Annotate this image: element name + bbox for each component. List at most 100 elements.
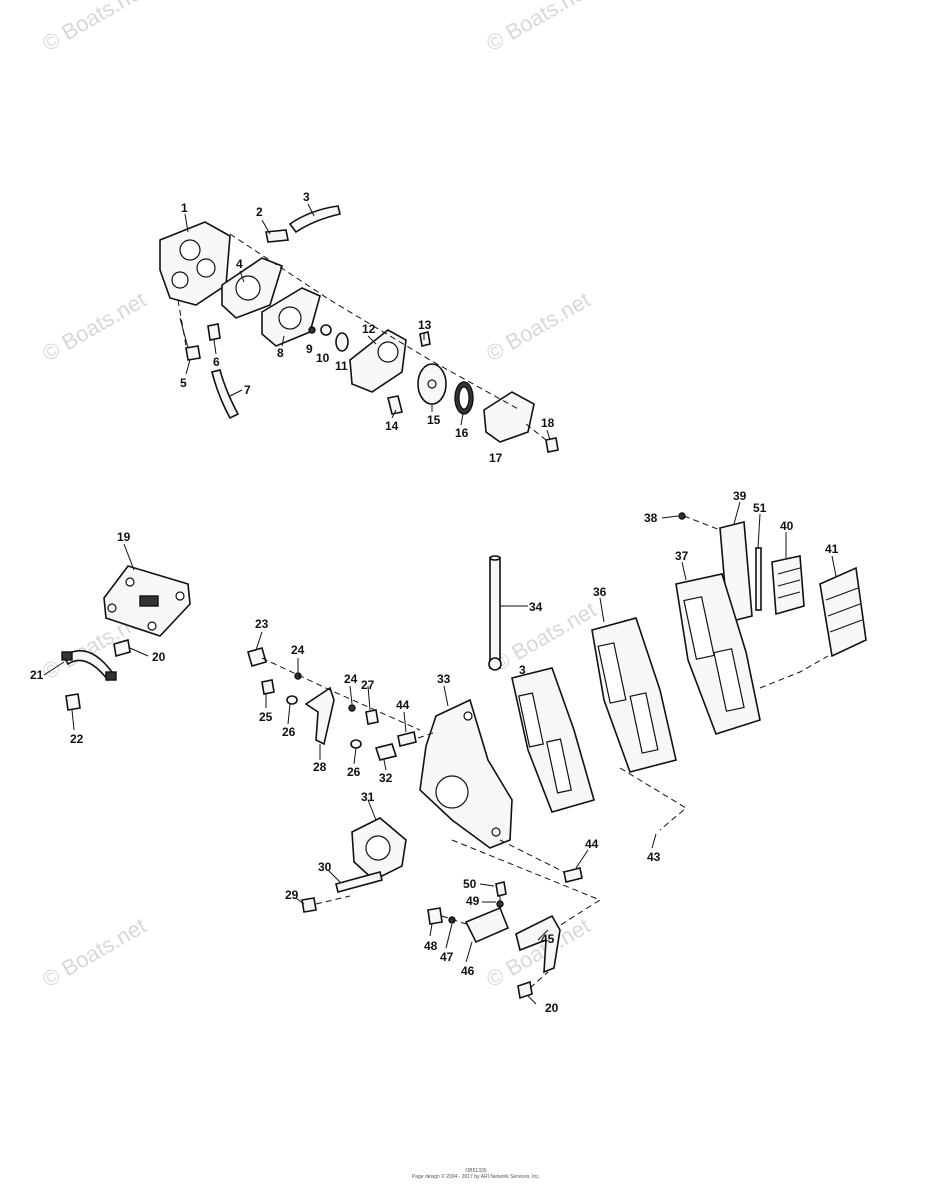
tube-part xyxy=(489,557,501,669)
leader-line xyxy=(71,709,75,731)
callout-label: 15 xyxy=(427,413,441,427)
leader-line xyxy=(184,213,189,233)
assembly-line xyxy=(315,895,351,905)
leader-line xyxy=(599,597,605,623)
leader-line xyxy=(353,747,357,765)
manifold-hole xyxy=(491,827,501,837)
bearing-part xyxy=(320,324,332,336)
assembly-line xyxy=(451,839,602,939)
reed-block-line xyxy=(827,603,861,617)
callout-label: 46 xyxy=(461,964,475,978)
callout-label: 19 xyxy=(117,530,131,544)
gasket-window xyxy=(597,642,627,704)
callout-label: 18 xyxy=(541,416,555,430)
pump-body-hole xyxy=(196,258,216,278)
screw-part xyxy=(185,345,201,361)
clip-end-part xyxy=(61,651,73,661)
assembly-line xyxy=(177,299,187,347)
callout-label: 49 xyxy=(466,894,480,908)
intake-plate-part xyxy=(511,667,595,813)
pump-body-hole xyxy=(179,239,201,261)
callout-label: 37 xyxy=(675,549,689,563)
bracket-hole xyxy=(107,603,117,613)
leader-line xyxy=(575,849,589,869)
leader-line xyxy=(383,759,387,771)
gasket-window xyxy=(629,692,659,754)
pump-housing-hole xyxy=(377,341,399,363)
leader-line xyxy=(445,923,453,949)
watermark: © Boats.net xyxy=(482,287,594,366)
callout-label: 31 xyxy=(361,790,375,804)
leader-line xyxy=(123,543,135,571)
leader-line xyxy=(546,429,551,441)
watermarks: © Boats.net © Boats.net © Boats.net © Bo… xyxy=(38,0,600,992)
watermark: © Boats.net xyxy=(488,597,600,676)
callout-label: 44 xyxy=(585,837,599,851)
callout-label: 7 xyxy=(244,383,251,397)
nut-part xyxy=(348,704,356,712)
leader-line xyxy=(661,515,679,519)
callout-label: 24 xyxy=(291,643,305,657)
leader-line xyxy=(443,685,449,707)
washer-part xyxy=(286,695,298,705)
leader-line xyxy=(185,359,191,375)
leader-line xyxy=(733,501,741,525)
callout-label: 8 xyxy=(277,346,284,360)
leader-line xyxy=(367,685,371,711)
watermark: © Boats.net xyxy=(482,0,594,56)
leader-line xyxy=(460,413,464,426)
assembly-line xyxy=(417,731,437,739)
callout-label: 43 xyxy=(647,850,661,864)
hose-part xyxy=(211,369,240,420)
callout-label: 23 xyxy=(255,617,269,631)
callout-label: 12 xyxy=(362,322,376,336)
callout-label: 6 xyxy=(213,355,220,369)
assembly-line xyxy=(619,767,687,831)
screw-part xyxy=(427,907,443,925)
nut-part xyxy=(365,709,379,725)
callout-label: 9 xyxy=(306,342,313,356)
callout-label: 25 xyxy=(259,710,273,724)
gasket-hole xyxy=(235,275,261,301)
callout-label: 22 xyxy=(70,732,84,746)
callout-label: 39 xyxy=(733,489,747,503)
reed-block-line xyxy=(825,587,859,601)
impeller-hole xyxy=(427,379,437,389)
callout-label: 44 xyxy=(396,698,410,712)
leader-line xyxy=(239,270,245,283)
bracket-center-part xyxy=(139,595,159,607)
reed-block-part xyxy=(819,566,867,658)
fuel-pump-assembly xyxy=(159,205,559,453)
pin-part xyxy=(755,547,762,611)
shaft-part xyxy=(335,871,383,893)
callout-label: 28 xyxy=(313,760,327,774)
leader-line xyxy=(403,711,407,733)
leader-line xyxy=(43,661,65,676)
clip-end-part xyxy=(105,671,117,681)
leader-line xyxy=(295,897,305,905)
leader-line xyxy=(367,335,377,345)
callout-label: 29 xyxy=(285,888,299,902)
tube-seal-part xyxy=(488,657,502,671)
intake-plate-window xyxy=(546,738,572,794)
hose-part xyxy=(288,205,341,234)
screw-part xyxy=(397,731,417,747)
leader-line xyxy=(229,389,243,397)
washer-part xyxy=(308,326,316,334)
nut-part xyxy=(301,897,317,913)
reed-line xyxy=(777,579,801,587)
pump-body-hole xyxy=(171,271,189,289)
callout-label: 41 xyxy=(825,542,839,556)
screw-part xyxy=(563,867,583,883)
callout-label: 34 xyxy=(529,600,543,614)
leader-line xyxy=(527,995,537,1005)
callout-label: 5 xyxy=(180,376,187,390)
bracket-hole xyxy=(147,621,157,631)
manifold-port xyxy=(435,775,469,809)
manifold-hole xyxy=(463,711,473,721)
reed-petals-part xyxy=(771,555,805,616)
footer-copyright: Page design © 2004 - 2017 by ARI Network… xyxy=(411,1174,541,1180)
callout-label: 3 xyxy=(303,190,310,204)
callout-labels: 1 2 3 4 5 6 7 8 9 10 11 12 13 14 15 16 1… xyxy=(30,190,839,1015)
